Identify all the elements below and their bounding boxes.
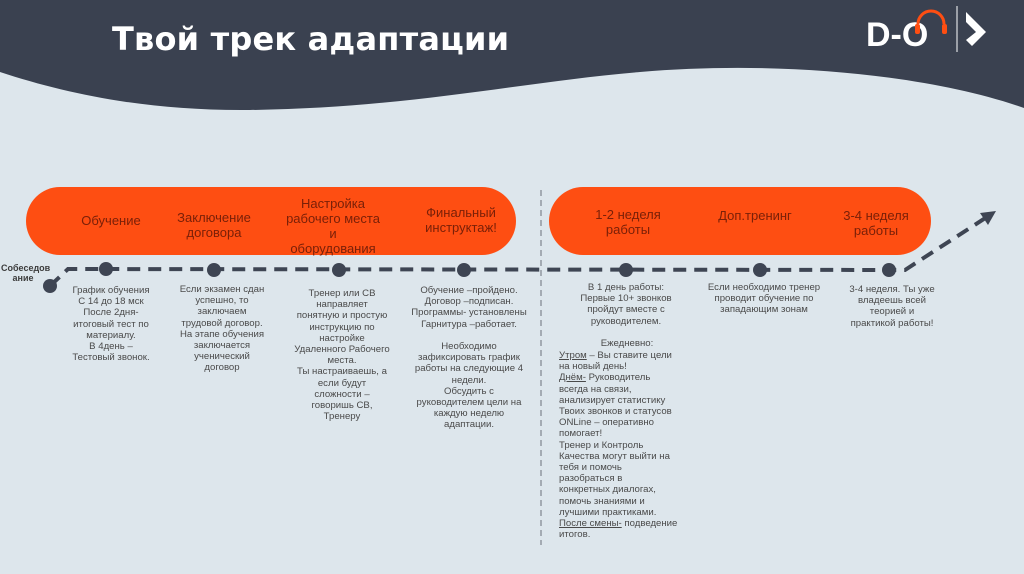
- timeline-dot: [619, 263, 633, 277]
- day-text: Руководитель всегда на связи, анализируе…: [559, 372, 672, 518]
- description-contract: Если экзамен сдан успешно, то заключаем …: [179, 284, 265, 374]
- description-final-briefing: Обучение –пройдено. Договор –подписан. П…: [411, 285, 527, 431]
- stage-label-final-briefing: Финальный инструктаж!: [425, 205, 497, 235]
- brand-mark-icon: D-O: [866, 6, 986, 54]
- description-workplace-setup: Тренер или СВ направляет понятную и прос…: [294, 288, 390, 423]
- week1-daily-heading: Ежедневно:: [600, 338, 654, 349]
- description-weeks-3-4: 3-4 неделя. Ты уже владеешь всей теорией…: [849, 284, 935, 329]
- timeline-track: [48, 213, 992, 288]
- start-label: Собеседов ание: [1, 263, 51, 283]
- timeline-dot: [332, 263, 346, 277]
- timeline-dot-start: [43, 279, 57, 293]
- brand-logo: D-O: [862, 4, 1012, 54]
- timeline-dot: [457, 263, 471, 277]
- stage-label-workplace-setup: Настройка рабочего места и оборудования: [286, 196, 380, 256]
- stage-label-training: Обучение: [81, 213, 141, 228]
- timeline-dot: [882, 263, 896, 277]
- stages-pill-left: [26, 187, 516, 255]
- timeline-dot: [99, 262, 113, 276]
- morning-text: – Вы ставите цели на новый день!: [559, 350, 672, 373]
- header-band: [0, 0, 1024, 111]
- day-label: Днём-: [559, 372, 586, 384]
- stage-label-weeks-3-4: 3-4 неделя работы: [843, 208, 909, 238]
- page-title: Твой трек адаптации: [112, 20, 510, 58]
- timeline-dot: [207, 263, 221, 277]
- description-training: График обучения С 14 до 18 мск После 2дн…: [72, 285, 150, 364]
- description-extra-training: Если необходимо тренер проводит обучение…: [707, 282, 821, 316]
- stage-label-extra-training: Доп.тренинг: [718, 208, 792, 223]
- stage-label-weeks-1-2: 1-2 неделя работы: [595, 207, 661, 237]
- week1-schedule: Утром – Вы ставите цели на новый день! Д…: [559, 350, 677, 540]
- timeline-dot: [753, 263, 767, 277]
- after-shift-text: подведение итогов.: [559, 518, 678, 541]
- morning-label: Утром: [559, 350, 587, 361]
- week1-intro: В 1 день работы: Первые 10+ звонков прой…: [580, 282, 672, 327]
- stage-label-contract: Заключение договора: [177, 210, 251, 240]
- after-shift-label: После смены-: [559, 518, 622, 530]
- timeline-arrow-icon: [980, 211, 996, 225]
- stages-pill-right: [549, 187, 931, 255]
